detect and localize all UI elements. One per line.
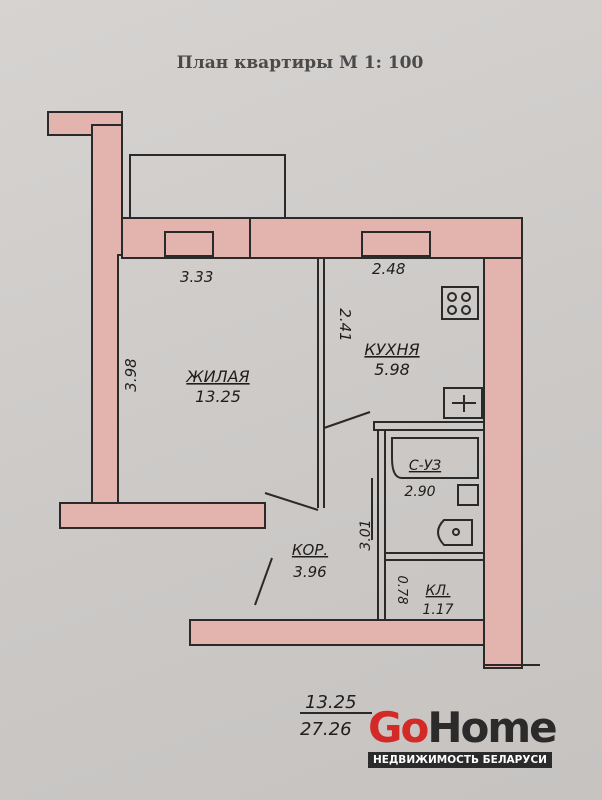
wall-left (91, 124, 123, 504)
gohome-watermark-logo: GoHome НЕДВИЖИМОСТЬ БЕЛАРУСИ (368, 706, 558, 768)
door-entrance (254, 557, 273, 606)
bathroom-area: 2.90 (404, 484, 435, 500)
closet-width-label: 0.78 (394, 576, 409, 605)
total-area: 27.26 (300, 719, 352, 740)
living-width-label: 3.33 (180, 268, 213, 286)
window-kitchen (361, 231, 431, 257)
partition-bath-left (377, 429, 386, 621)
wall-top-left-room (121, 217, 251, 259)
kitchen-length-label: 2.41 (336, 308, 354, 341)
logo-home: Home (427, 703, 557, 752)
washbasin-icon (457, 484, 479, 506)
bathtub-icon (391, 437, 479, 479)
kitchen-name: КУХНЯ (364, 340, 419, 359)
stove-icon (441, 286, 479, 320)
kitchen-area: 5.98 (374, 360, 410, 379)
door-kitchen (323, 411, 371, 429)
closet-area: 1.17 (422, 602, 453, 618)
sink-icon (443, 387, 483, 419)
closet-name: КЛ. (426, 583, 451, 599)
toilet-icon (437, 519, 473, 546)
wall-right (483, 257, 523, 669)
corridor-name: КОР. (292, 541, 328, 559)
corridor-length-label: 3.01 (358, 519, 374, 550)
living-area: 13.25 (195, 387, 241, 406)
living-name: ЖИЛАЯ (185, 367, 249, 386)
wall-bottom (189, 619, 485, 646)
total-living-area: 13.25 (305, 692, 357, 713)
corridor-area: 3.96 (293, 563, 326, 581)
window-living (164, 231, 214, 257)
kitchen-width-label: 2.48 (372, 260, 405, 278)
door-living (264, 492, 319, 511)
plan-title: План квартиры М 1: 100 (177, 53, 424, 73)
wall-bottom-left (59, 502, 266, 529)
partition-bath-bottom (384, 552, 485, 561)
logo-go: Go (368, 703, 429, 752)
bathroom-name: С-УЗ (409, 458, 441, 474)
wall-top (249, 217, 523, 259)
living-length-label: 3.98 (122, 358, 140, 391)
logo-tagline: НЕДВИЖИМОСТЬ БЕЛАРУСИ (368, 752, 552, 768)
balcony-outline (129, 154, 286, 219)
partition-bath-top (373, 421, 485, 431)
